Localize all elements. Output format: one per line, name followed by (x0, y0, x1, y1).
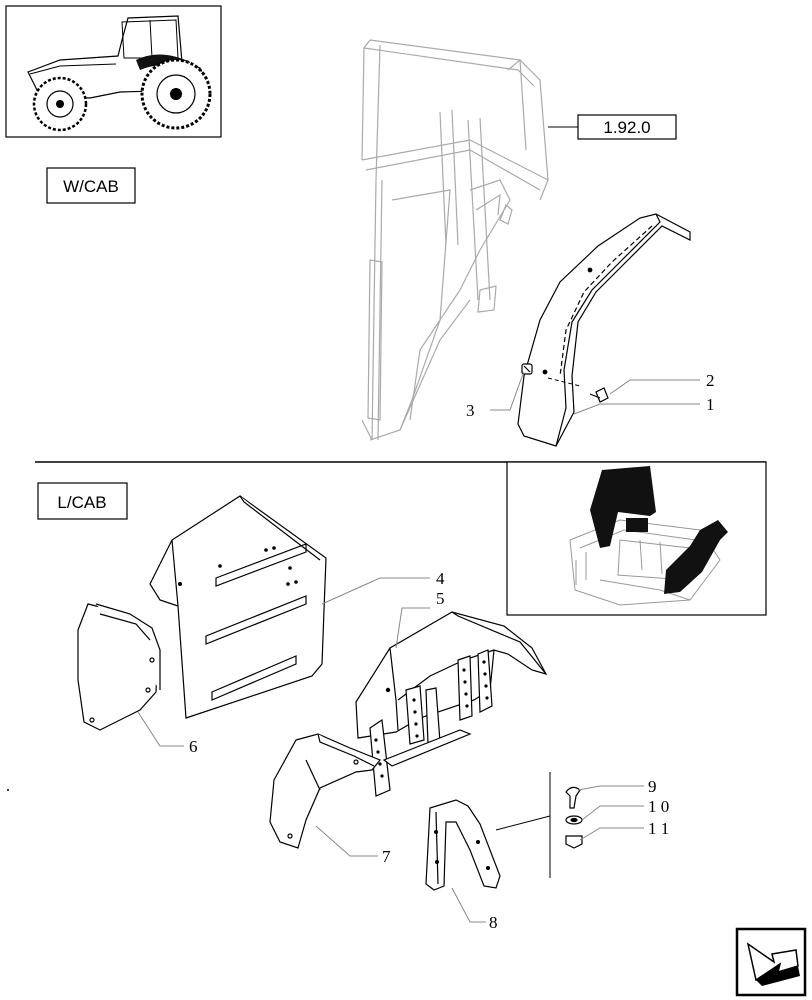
wcab-box (46, 167, 136, 204)
cab-outline (361, 39, 549, 441)
fender-part-5 (355, 611, 548, 797)
inset-view (506, 461, 767, 616)
wcab-label: W/CAB (63, 177, 119, 196)
callout-3: 3 (466, 401, 475, 420)
side-panel-part-4 (149, 495, 327, 719)
bolt-part-2 (589, 387, 609, 403)
tractor-thumbnail-icon (5, 5, 222, 138)
lcab-label: L/CAB (57, 493, 106, 512)
callout-1: 1 (706, 395, 715, 414)
bracket-part-8 (425, 799, 501, 891)
callout-4: 4 (436, 569, 445, 588)
nut-part-3 (521, 363, 533, 375)
lcab-box (37, 482, 128, 520)
reference-box (577, 114, 677, 140)
extension-part-7 (269, 733, 381, 849)
reference-label: 1.92.0 (603, 118, 650, 137)
callout-10: 1 0 (648, 797, 669, 816)
callout-11: 1 1 (648, 819, 669, 838)
next-page-arrow-icon[interactable] (735, 927, 807, 997)
callout-6: 6 (189, 737, 198, 756)
cover-part-6 (77, 603, 161, 731)
callout-8: 8 (489, 913, 498, 932)
callout-7: 7 (382, 847, 391, 866)
callout-9: 9 (648, 777, 657, 796)
callout-5: 5 (436, 589, 445, 608)
callout-2: 2 (706, 371, 715, 390)
fender-part-1 (517, 213, 691, 447)
hardware-group (495, 772, 583, 878)
